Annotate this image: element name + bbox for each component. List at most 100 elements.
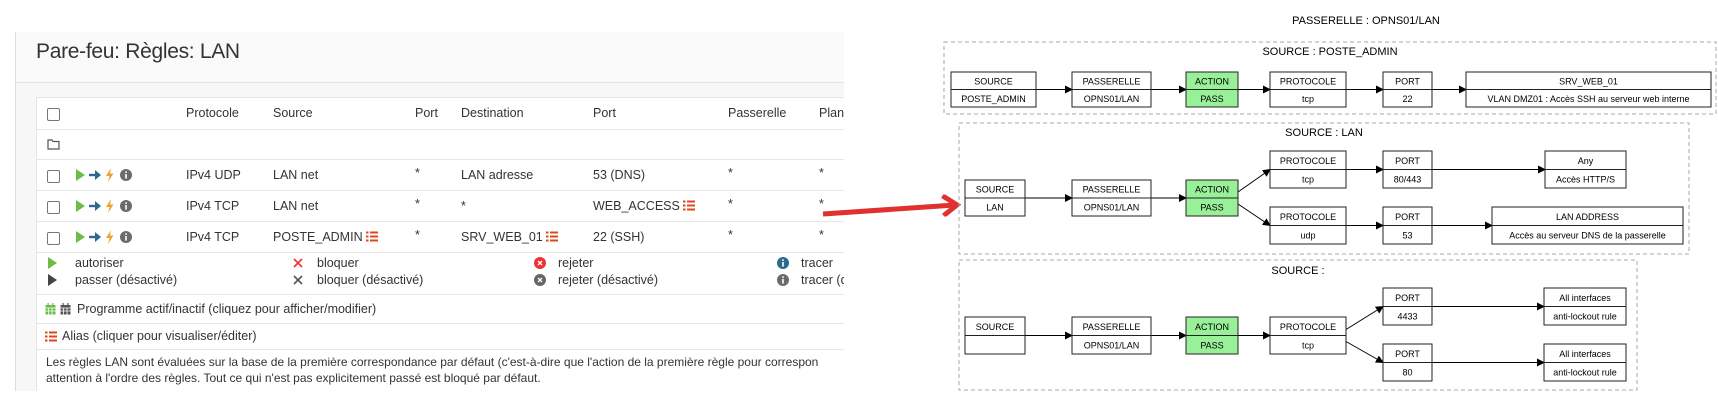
edge-arrow: [1345, 341, 1384, 363]
log-info-icon[interactable]: [120, 231, 132, 243]
log-info-icon[interactable]: [120, 200, 132, 212]
node-value: tcp: [1302, 94, 1314, 104]
alias-icon[interactable]: [545, 231, 558, 242]
diagram-node: SOURCE: [964, 316, 1026, 355]
quick-lightning-icon: [106, 168, 114, 182]
log-disabled-icon: [777, 274, 789, 286]
legend-pass-disabled: passer (désactivé): [75, 273, 178, 287]
node-value: 80/443: [1394, 174, 1422, 184]
category-row: [37, 129, 844, 160]
node-value: OPNS01/LAN: [1084, 94, 1140, 104]
diagram-node: PROTOCOLE tcp: [1269, 71, 1347, 108]
rule-checkbox[interactable]: [47, 201, 60, 214]
legend: autoriser passer (désactivé) bloquer blo…: [37, 253, 844, 295]
node-value: 22: [1402, 94, 1412, 104]
node-label: All interfaces: [1559, 349, 1611, 359]
pass-icon[interactable]: [76, 169, 85, 181]
legend-block: bloquer: [317, 256, 359, 270]
rule-source-port: *: [415, 166, 420, 180]
rule-source-text: POSTE_ADMIN: [273, 230, 363, 244]
schedule-note: Programme actif/inactif (cliquez pour af…: [37, 295, 844, 324]
rule-dest-port-text: 22 (SSH): [593, 230, 645, 244]
node-value: udp: [1300, 230, 1315, 240]
reject-disabled-icon: [534, 274, 546, 286]
rule-destination: LAN adresse: [461, 168, 533, 182]
node-label: PASSERELLE: [1083, 76, 1141, 86]
cluster-title: SOURCE :: [1271, 265, 1324, 277]
node-label: SRV_WEB_01: [1559, 76, 1618, 86]
cluster-title: SOURCE : LAN: [1285, 127, 1363, 139]
node-value: VLAN DMZ01 : Accès SSH au serveur web in…: [1487, 94, 1689, 104]
select-all-checkbox[interactable]: [47, 108, 60, 121]
log-icon: [777, 257, 789, 269]
node-value: Accès HTTP/S: [1556, 174, 1615, 184]
node-value: 53: [1402, 230, 1412, 240]
rule-destination-text: *: [461, 199, 466, 213]
info-line-2: attention à l'ordre des règles. Tout ce …: [46, 371, 541, 385]
rule-schedule: *: [819, 166, 824, 180]
col-schedule[interactable]: Plan: [819, 106, 844, 120]
col-destination[interactable]: Destination: [461, 106, 524, 120]
edge-arrow: [1345, 305, 1384, 330]
node-label: PORT: [1395, 212, 1420, 222]
rule-protocol: IPv4 TCP: [186, 230, 240, 244]
block-icon: [293, 258, 303, 268]
pass-icon[interactable]: [76, 200, 85, 212]
node-label: PORT: [1395, 293, 1420, 303]
node-label: ACTION: [1195, 76, 1229, 86]
node-value: PASS: [1200, 94, 1223, 104]
play-disabled-icon: [48, 274, 57, 286]
node-value: POSTE_ADMIN: [961, 94, 1026, 104]
node-label: PROTOCOLE: [1280, 322, 1336, 332]
node-value: anti-lockout rule: [1553, 311, 1617, 321]
node-label: PROTOCOLE: [1280, 76, 1336, 86]
rule-destination: SRV_WEB_01: [461, 230, 558, 244]
rule-checkbox[interactable]: [47, 232, 60, 245]
legend-allow: autoriser: [75, 256, 124, 270]
alias-icon[interactable]: [682, 200, 695, 211]
folder-icon[interactable]: [47, 138, 60, 150]
quick-lightning-icon: [106, 230, 114, 244]
col-dest-port[interactable]: Port: [593, 106, 616, 120]
legend-log-disabled: tracer (d: [801, 273, 844, 287]
node-value: OPNS01/LAN: [1084, 203, 1140, 213]
col-source[interactable]: Source: [273, 106, 313, 120]
col-gateway[interactable]: Passerelle: [728, 106, 787, 120]
rule-schedule: *: [819, 197, 824, 211]
node-value: OPNS01/LAN: [1084, 340, 1140, 350]
legend-log: tracer: [801, 256, 833, 270]
rule-destination-text: SRV_WEB_01: [461, 230, 543, 244]
page-title: Pare-feu: Règles: LAN: [36, 40, 240, 63]
cluster-border: [958, 259, 1638, 391]
play-icon: [48, 257, 57, 269]
calendar-inactive-icon: [60, 303, 71, 315]
alias-icon[interactable]: [365, 231, 378, 242]
rules-info: Les règles LAN sont évaluées sur la base…: [37, 350, 844, 391]
schedule-note-text: Programme actif/inactif (cliquez pour af…: [77, 302, 377, 316]
col-protocol[interactable]: Protocole: [186, 106, 239, 120]
node-value: Accès au serveur DNS de la passerelle: [1509, 230, 1666, 240]
pass-icon[interactable]: [76, 231, 85, 243]
diagram-node: PASSERELLE OPNS01/LAN: [1071, 71, 1152, 108]
rule-checkbox[interactable]: [47, 170, 60, 183]
rule-dest-port-text: 53 (DNS): [593, 168, 646, 182]
log-info-icon[interactable]: [120, 169, 132, 181]
cluster-border: [943, 41, 1717, 115]
node-value: tcp: [1302, 174, 1314, 184]
col-source-port[interactable]: Port: [415, 106, 438, 120]
node-label: ACTION: [1195, 185, 1229, 195]
node-value: PASS: [1200, 340, 1223, 350]
